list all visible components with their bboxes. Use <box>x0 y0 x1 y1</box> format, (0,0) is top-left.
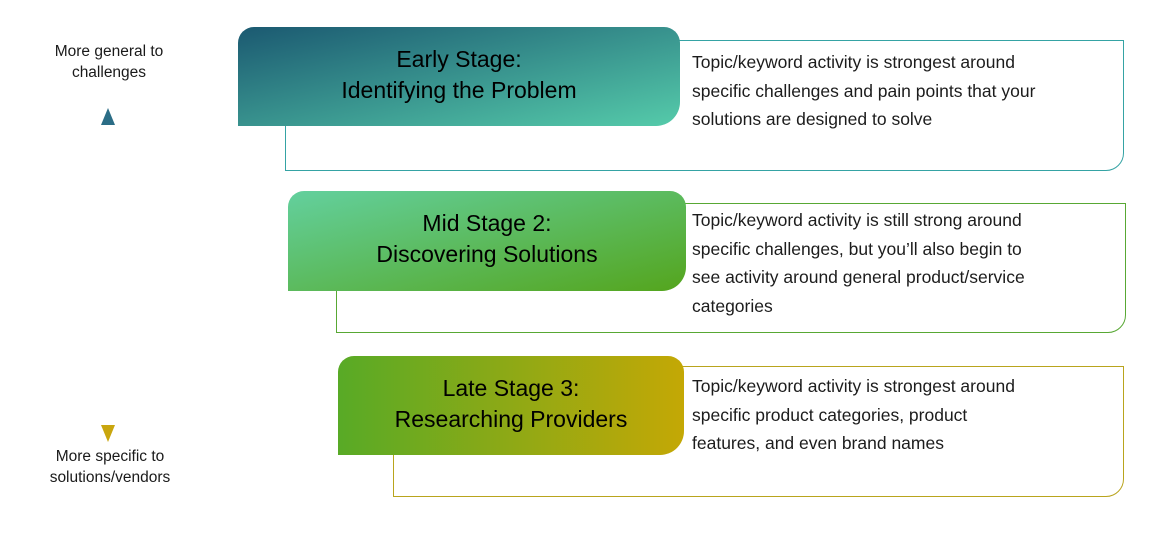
arrow-down-head <box>101 425 115 442</box>
gradient-double-arrow-icon <box>101 108 115 442</box>
stage-mid-title-box: Mid Stage 2: Discovering Solutions <box>288 191 686 291</box>
stage-early-title-box: Early Stage: Identifying the Problem <box>238 27 680 126</box>
stage-late-description-box <box>393 366 1124 497</box>
stage-mid-title: Mid Stage 2: Discovering Solutions <box>376 210 598 267</box>
axis-top-label: More general to challenges <box>54 43 164 81</box>
stage-late-title: Late Stage 3: Researching Providers <box>394 374 628 432</box>
stage-mid-description-box <box>336 203 1126 333</box>
stage-late-title-box: Late Stage 3: Researching Providers <box>338 356 684 455</box>
stage-early-description: Topic/keyword activity is strongest arou… <box>692 52 1036 129</box>
stage-early-title: Early Stage: Identifying the Problem <box>341 45 577 103</box>
stage-early-description-box <box>285 40 1124 171</box>
stage-late-description: Topic/keyword activity is strongest arou… <box>692 376 1015 453</box>
stage-mid-description: Topic/keyword activity is still strong a… <box>692 210 1025 316</box>
arrow-up-head <box>101 108 115 125</box>
axis-bottom-label: More specific to solutions/vendors <box>49 448 171 486</box>
